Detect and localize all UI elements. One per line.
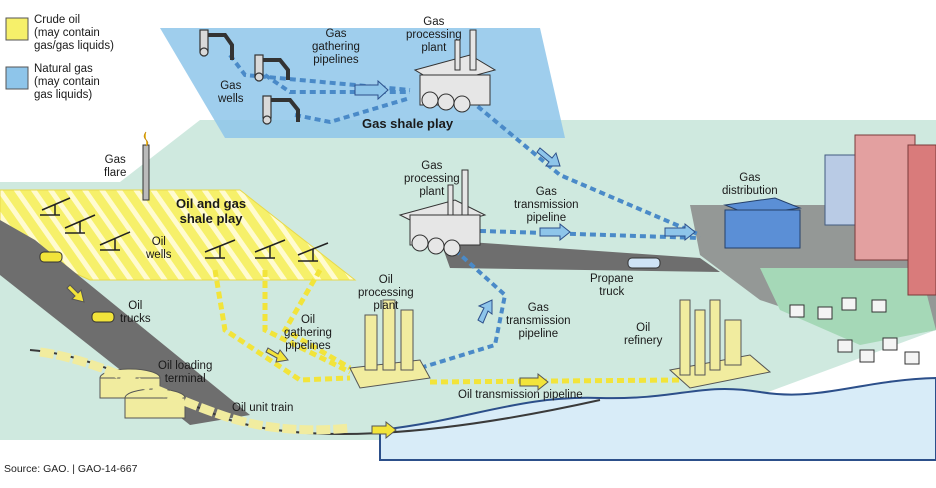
- gas-processing-plant-mid: [398, 169, 487, 257]
- oil-arrow-1: [66, 284, 85, 303]
- label-gas-distribution: Gas distribution: [722, 172, 778, 197]
- rail-track: [29, 349, 601, 435]
- gas-arrow-4: [664, 222, 696, 242]
- oil-trucks: [39, 251, 115, 323]
- label-gas-shale-play: Gas shale play: [362, 116, 454, 131]
- gas-wells: [199, 29, 300, 125]
- gas-distribution-building: [723, 197, 802, 249]
- gas-arrow-3: [539, 222, 571, 242]
- label-oil-gathering: Oil gathering pipelines: [284, 314, 332, 352]
- oil-arrow-4: [371, 420, 397, 440]
- oil-transmission-pipeline: [429, 377, 681, 385]
- oil-arrow-3: [519, 372, 549, 392]
- propane-truck-graphic: [627, 257, 661, 269]
- oil-gathering-pipeline-2: [262, 270, 352, 375]
- gas-gathering-pipeline-3: [294, 96, 411, 125]
- label-gas-transmission-mid: Gas transmission pipeline: [506, 302, 571, 340]
- gas-flare: [142, 131, 150, 201]
- gas-transmission-mid-line: [449, 228, 701, 240]
- ground-left: [0, 260, 30, 440]
- label-oil-unit-train: Oil unit train: [232, 402, 294, 414]
- label-gas-processing-mid: Gas processing plant: [404, 160, 460, 198]
- label-oil-trucks: Oil trucks: [120, 300, 151, 325]
- gas-processing-plant-top: [413, 29, 497, 113]
- label-propane-truck: Propane truck: [590, 273, 634, 298]
- oil-gathering-pipeline-1: [212, 269, 351, 383]
- oil-refinery: [668, 299, 772, 389]
- label-oil-loading: Oil loading terminal: [158, 360, 213, 385]
- label-oil-wells: Oil wells: [146, 236, 172, 261]
- label-gas-gathering: Gas gathering pipelines: [312, 28, 360, 66]
- city-buildings: [824, 134, 936, 296]
- legend-label-oil: Crude oil (may contain gas/gas liquids): [34, 14, 114, 52]
- oil-unit-train-graphic: [39, 347, 351, 435]
- label-gas-transmission-top: Gas transmission pipeline: [514, 186, 579, 224]
- oil-gathering-pipeline-3: [281, 268, 352, 371]
- legend-label-gas: Natural gas (may contain gas liquids): [34, 63, 100, 101]
- legend-swatch-gas: [5, 66, 29, 90]
- gas-arrow-5: [477, 299, 493, 324]
- gas-transmission-lower: [419, 248, 508, 370]
- houses: [789, 297, 920, 365]
- label-oil-transmission: Oil transmission pipeline: [458, 389, 583, 401]
- label-gas-processing-top: Gas processing plant: [406, 16, 462, 54]
- label-oil-gas-shale-play: Oil and gas shale play: [176, 196, 247, 226]
- water: [379, 376, 936, 461]
- gas-arrow-2: [536, 147, 561, 167]
- oil-wells: [40, 197, 329, 262]
- source-footer: Source: GAO. | GAO-14-667: [4, 463, 138, 475]
- oil-arrow-2: [265, 347, 289, 363]
- label-gas-wells: Gas wells: [218, 80, 244, 105]
- gas-arrow-1: [354, 79, 389, 101]
- label-gas-flare: Gas flare: [104, 154, 127, 179]
- label-oil-refinery: Oil refinery: [624, 322, 663, 347]
- legend-swatch-oil: [5, 17, 29, 41]
- road-oil-trucks: [0, 220, 250, 425]
- oil-processing-plant: [349, 299, 431, 389]
- label-oil-processing: Oil processing plant: [358, 274, 414, 312]
